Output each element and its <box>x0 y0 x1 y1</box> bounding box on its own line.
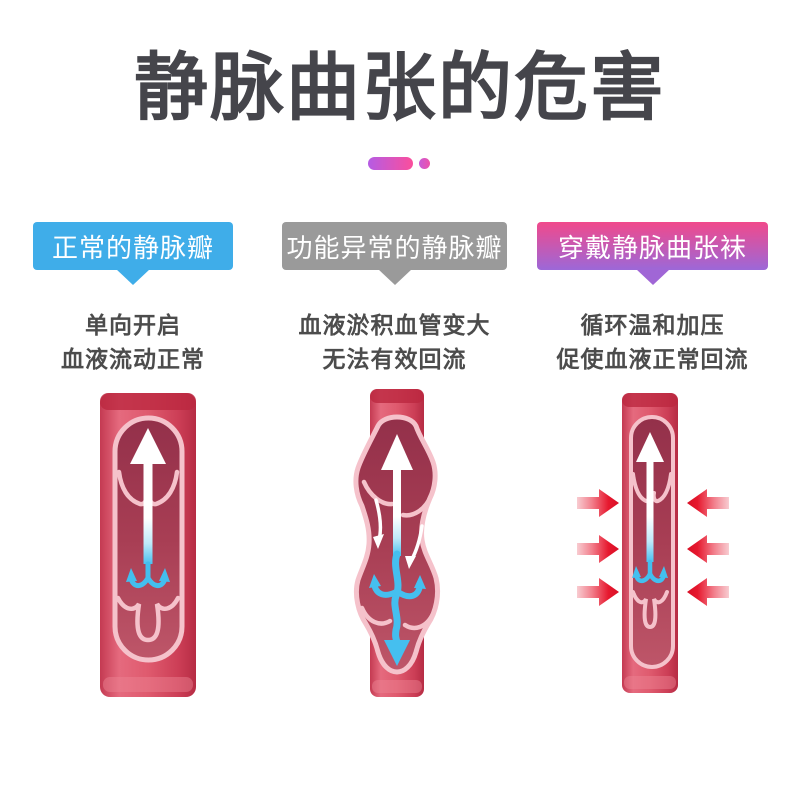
desc-line: 促使血液正常回流 <box>556 346 749 372</box>
label-abnormal-vein: 功能异常的静脉瓣 <box>282 222 507 285</box>
upward-flow-arrow <box>381 434 413 556</box>
desc-line: 血液流动正常 <box>61 346 205 372</box>
valve-closed-below <box>115 595 181 643</box>
compression-arrows-right <box>687 489 729 606</box>
label-abnormal-vein-text: 功能异常的静脉瓣 <box>286 232 503 263</box>
label-stocking-vein-text: 穿戴静脉曲张袜 <box>557 232 747 263</box>
compression-arrows-left <box>577 489 619 606</box>
column-stocking-vein: 穿戴静脉曲张袜 循环温和加压 促使血液正常回流 <box>537 222 768 376</box>
upward-flow-arrow <box>636 432 664 562</box>
valve-anchor-blue <box>632 559 668 584</box>
varicose-vein-illustration <box>338 386 456 708</box>
compressed-vein-svg <box>577 393 729 693</box>
desc-stocking-vein: 循环温和加压 促使血液正常回流 <box>537 308 768 376</box>
desc-line: 循环温和加压 <box>580 312 725 338</box>
title-divider-dot <box>419 158 430 169</box>
label-pointer-icon <box>116 269 150 285</box>
backflow-blue-arrow <box>369 550 426 666</box>
label-normal-vein-text: 正常的静脉瓣 <box>51 232 214 263</box>
desc-line: 血液淤积血管变大 <box>298 312 491 338</box>
label-pointer-icon <box>635 269 670 285</box>
page-title: 静脉曲张的危害 <box>134 46 666 129</box>
label-stocking-vein: 穿戴静脉曲张袜 <box>537 222 768 285</box>
desc-line: 单向开启 <box>85 312 181 338</box>
compressed-vein-illustration <box>571 386 735 708</box>
valve-closed-below <box>631 590 669 630</box>
desc-line: 无法有效回流 <box>322 346 467 372</box>
column-abnormal-vein: 功能异常的静脉瓣 血液淤积血管变大 无法有效回流 <box>282 222 507 376</box>
label-pointer-icon <box>377 269 412 285</box>
upward-flow-arrow <box>130 428 166 564</box>
varicose-vein-svg <box>353 389 441 697</box>
column-normal-vein: 正常的静脉瓣 单向开启 血液流动正常 <box>33 222 233 376</box>
desc-normal-vein: 单向开启 血液流动正常 <box>33 308 233 376</box>
normal-vein-svg <box>100 393 196 697</box>
desc-abnormal-vein: 血液淤积血管变大 无法有效回流 <box>282 308 507 376</box>
backflow-white-arrows <box>373 498 424 569</box>
title-divider-pill <box>368 157 413 170</box>
valve-anchor-blue <box>126 561 170 589</box>
normal-vein-illustration <box>92 386 204 708</box>
label-normal-vein: 正常的静脉瓣 <box>33 222 233 285</box>
